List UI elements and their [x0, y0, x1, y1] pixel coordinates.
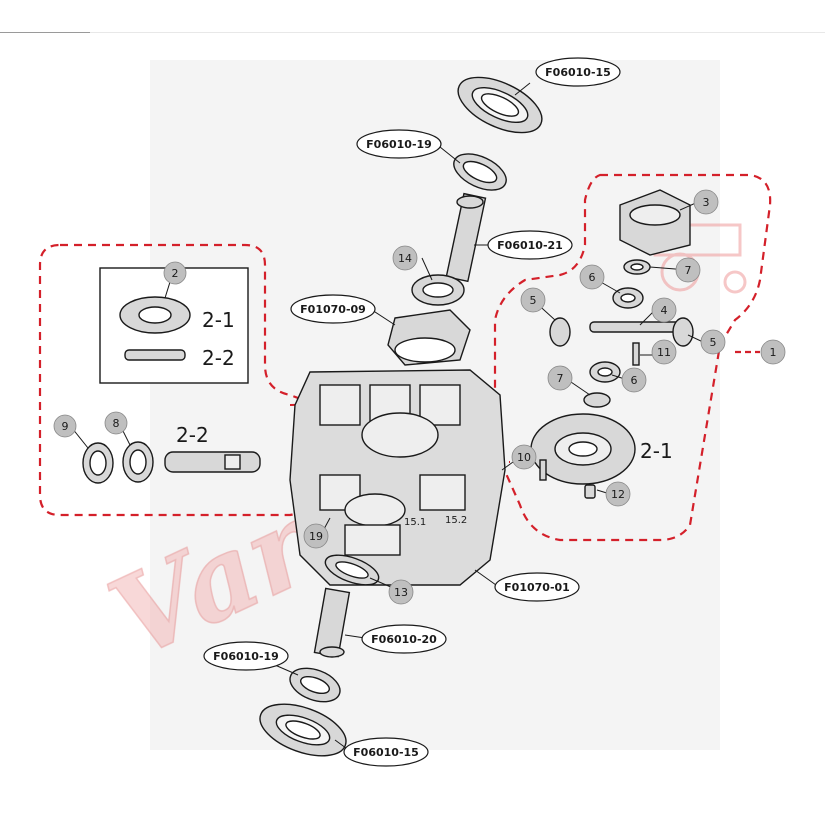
bearing-top [453, 153, 507, 191]
label-f06010-21-text: F06010-21 [497, 239, 563, 252]
callout-9: 9 [53, 414, 77, 438]
part-label-callouts: F06010-15 F06010-19 F06010-21 F01070-09 … [203, 57, 621, 767]
label-f06010-21: F06010-21 [487, 230, 573, 260]
callout-5-right-text: 5 [710, 336, 717, 349]
label-f06010-20-text: F06010-20 [371, 633, 437, 646]
top-rule [0, 32, 825, 33]
bearing-8 [122, 441, 154, 483]
callout-4: 4 [651, 297, 677, 323]
bearing-9 [82, 442, 114, 484]
shaft-label-2-2: 2-2 [176, 423, 209, 447]
callout-19-text: 19 [309, 530, 323, 543]
top-rule-accent [0, 32, 90, 33]
label-f06010-15-bottom-text: F06010-15 [353, 746, 419, 759]
label-f01070-01: F01070-01 [494, 572, 580, 602]
callout-19: 19 [303, 523, 329, 549]
cover-plate [387, 309, 471, 366]
inset-shaft [124, 349, 186, 361]
callout-3: 3 [693, 189, 719, 215]
gear-5-left [549, 317, 571, 347]
callout-5-right: 5 [700, 329, 726, 355]
numbered-callouts: 1 2 3 4 5 5 6 6 7 7 8 9 10 11 12 13 14 1… [53, 189, 786, 605]
callout-2-text: 2 [172, 267, 179, 280]
label-f06010-15-top-text: F06010-15 [545, 66, 611, 79]
callout-6-bottom-text: 6 [631, 374, 638, 387]
callout-7-bottom: 7 [547, 365, 573, 391]
callout-8-text: 8 [113, 417, 120, 430]
ref-label-15-2: 15.2 [445, 515, 467, 526]
callout-7-top-text: 7 [685, 264, 692, 277]
ring-gear-2-1 [530, 413, 636, 485]
ref-label-15-1: 15.1 [404, 517, 426, 528]
label-f06010-15-bottom: F06010-15 [343, 737, 429, 767]
parts-artwork [82, 76, 694, 757]
callout-5-left-text: 5 [530, 294, 537, 307]
callout-13-text: 13 [394, 586, 408, 599]
diff-cage-3 [619, 189, 691, 256]
gear-5-right [672, 317, 694, 347]
label-f06010-19-bottom: F06010-19 [203, 641, 289, 671]
shaft-bottom [313, 587, 351, 658]
bearing-14 [411, 274, 465, 306]
seal-bottom [259, 703, 347, 757]
shaft-2-2 [164, 451, 261, 473]
label-f01070-01-text: F01070-01 [504, 581, 570, 594]
callout-5-left: 5 [520, 287, 546, 313]
gear-6-top [612, 287, 644, 309]
inset-gear [119, 296, 191, 334]
gear-label-2-1: 2-1 [640, 439, 673, 463]
label-f06010-19-top: F06010-19 [356, 129, 442, 159]
callout-12: 12 [605, 481, 631, 507]
callout-10: 10 [511, 444, 537, 470]
sub-labels: 2-1 2-2 2-2 2-1 15.1 15.2 [176, 308, 673, 528]
label-f06010-20: F06010-20 [361, 624, 447, 654]
bolt-10 [539, 459, 547, 481]
inset-label-2-2: 2-2 [202, 346, 235, 370]
callout-14-text: 14 [398, 252, 412, 265]
callout-4-text: 4 [661, 304, 668, 317]
bolt-12 [584, 484, 596, 499]
label-f06010-19-bottom-text: F06010-19 [213, 650, 279, 663]
callout-14: 14 [392, 245, 418, 271]
group-1-boundary [492, 173, 772, 542]
seal-13 [324, 554, 380, 586]
callout-6-bottom: 6 [621, 367, 647, 393]
callout-6-top-text: 6 [589, 271, 596, 284]
callout-10-text: 10 [517, 451, 531, 464]
callout-11-text: 11 [657, 346, 671, 359]
callout-1: 1 [760, 339, 786, 365]
main-housing [289, 369, 506, 586]
callout-12-text: 12 [611, 488, 625, 501]
callout-9-text: 9 [62, 420, 69, 433]
label-f01070-09: F01070-09 [290, 294, 376, 324]
callout-11: 11 [651, 339, 677, 365]
washer-7-top [623, 259, 651, 275]
label-f01070-09-text: F01070-09 [300, 303, 366, 316]
pin-11 [632, 342, 640, 366]
bearing-bottom [289, 667, 341, 703]
inset-label-2-1: 2-1 [202, 308, 235, 332]
callout-2: 2 [163, 261, 187, 285]
callout-7-top: 7 [675, 257, 701, 283]
callout-13: 13 [388, 579, 414, 605]
callout-8: 8 [104, 411, 128, 435]
gear-6-bottom [589, 361, 621, 383]
washer-7-bottom [583, 392, 611, 408]
callout-6-top: 6 [579, 264, 605, 290]
callout-7-bottom-text: 7 [557, 372, 564, 385]
callout-1-text: 1 [770, 346, 777, 359]
label-f06010-15-top: F06010-15 [535, 57, 621, 87]
callout-3-text: 3 [703, 196, 710, 209]
pin-4 [589, 321, 681, 333]
seal-top [457, 76, 543, 134]
label-f06010-19-top-text: F06010-19 [366, 138, 432, 151]
